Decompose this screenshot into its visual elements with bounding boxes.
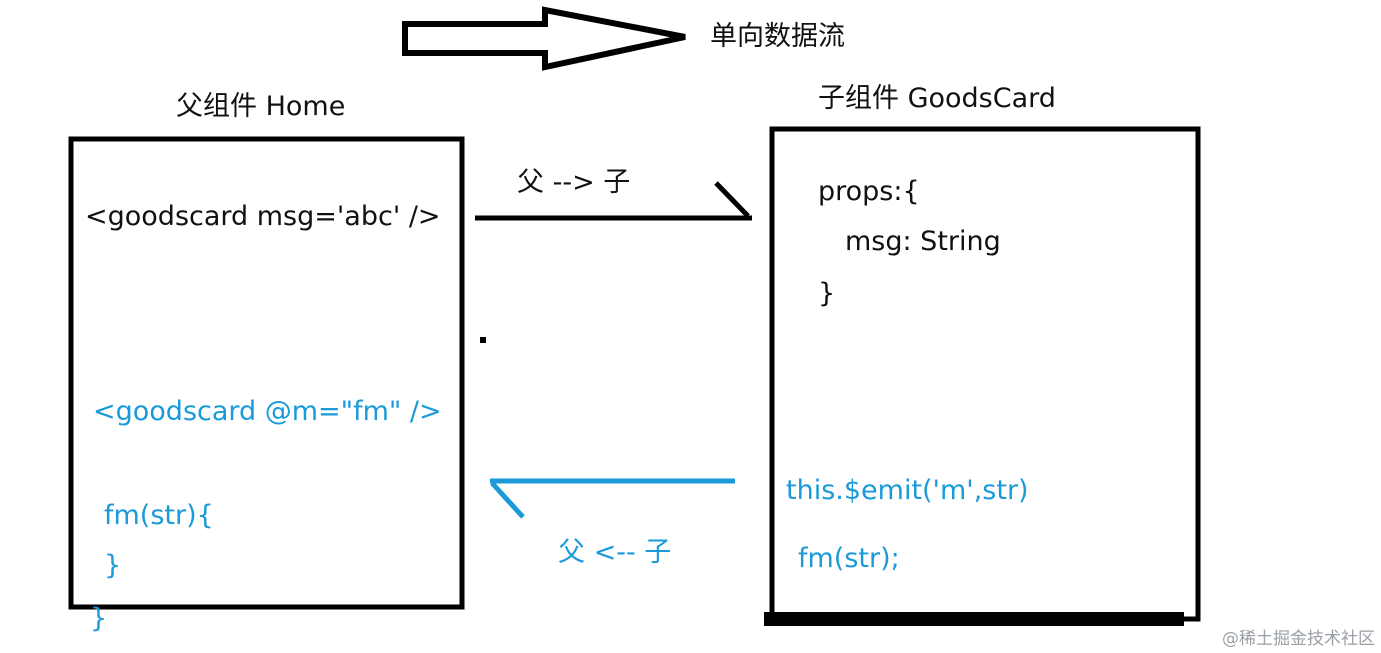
parent-method-open: fm(str){ <box>104 500 214 531</box>
child-to-parent-label: 父 <-- 子 <box>558 537 672 568</box>
child-to-parent-arrow <box>490 478 735 519</box>
watermark: @稀土掘金技术社区 <box>1222 629 1375 649</box>
parent-code-listen: <goodscard @m="fm" /> <box>93 396 442 427</box>
parent-to-child-arrow <box>475 181 752 221</box>
one-way-flow-arrow <box>402 6 686 71</box>
flow-title: 单向数据流 <box>710 21 845 52</box>
child-props-close: } <box>818 278 836 309</box>
parent-code-pass: <goodscard msg='abc' /> <box>85 201 441 232</box>
child-props-open: props:{ <box>818 176 920 207</box>
child-emit: this.$emit('m',str) <box>786 475 1029 506</box>
parent-label: 父组件 Home <box>176 91 346 122</box>
parent-to-child-label: 父 --> 子 <box>517 167 631 198</box>
parent-box <box>68 136 465 610</box>
child-label: 子组件 GoodsCard <box>818 83 1056 114</box>
parent-outer-close: } <box>90 603 108 634</box>
child-call: fm(str); <box>798 543 900 574</box>
child-props-field: msg: String <box>845 226 1001 257</box>
clipped-url-fragment <box>764 612 1184 626</box>
dot <box>480 337 486 343</box>
parent-method-close: } <box>104 550 122 581</box>
